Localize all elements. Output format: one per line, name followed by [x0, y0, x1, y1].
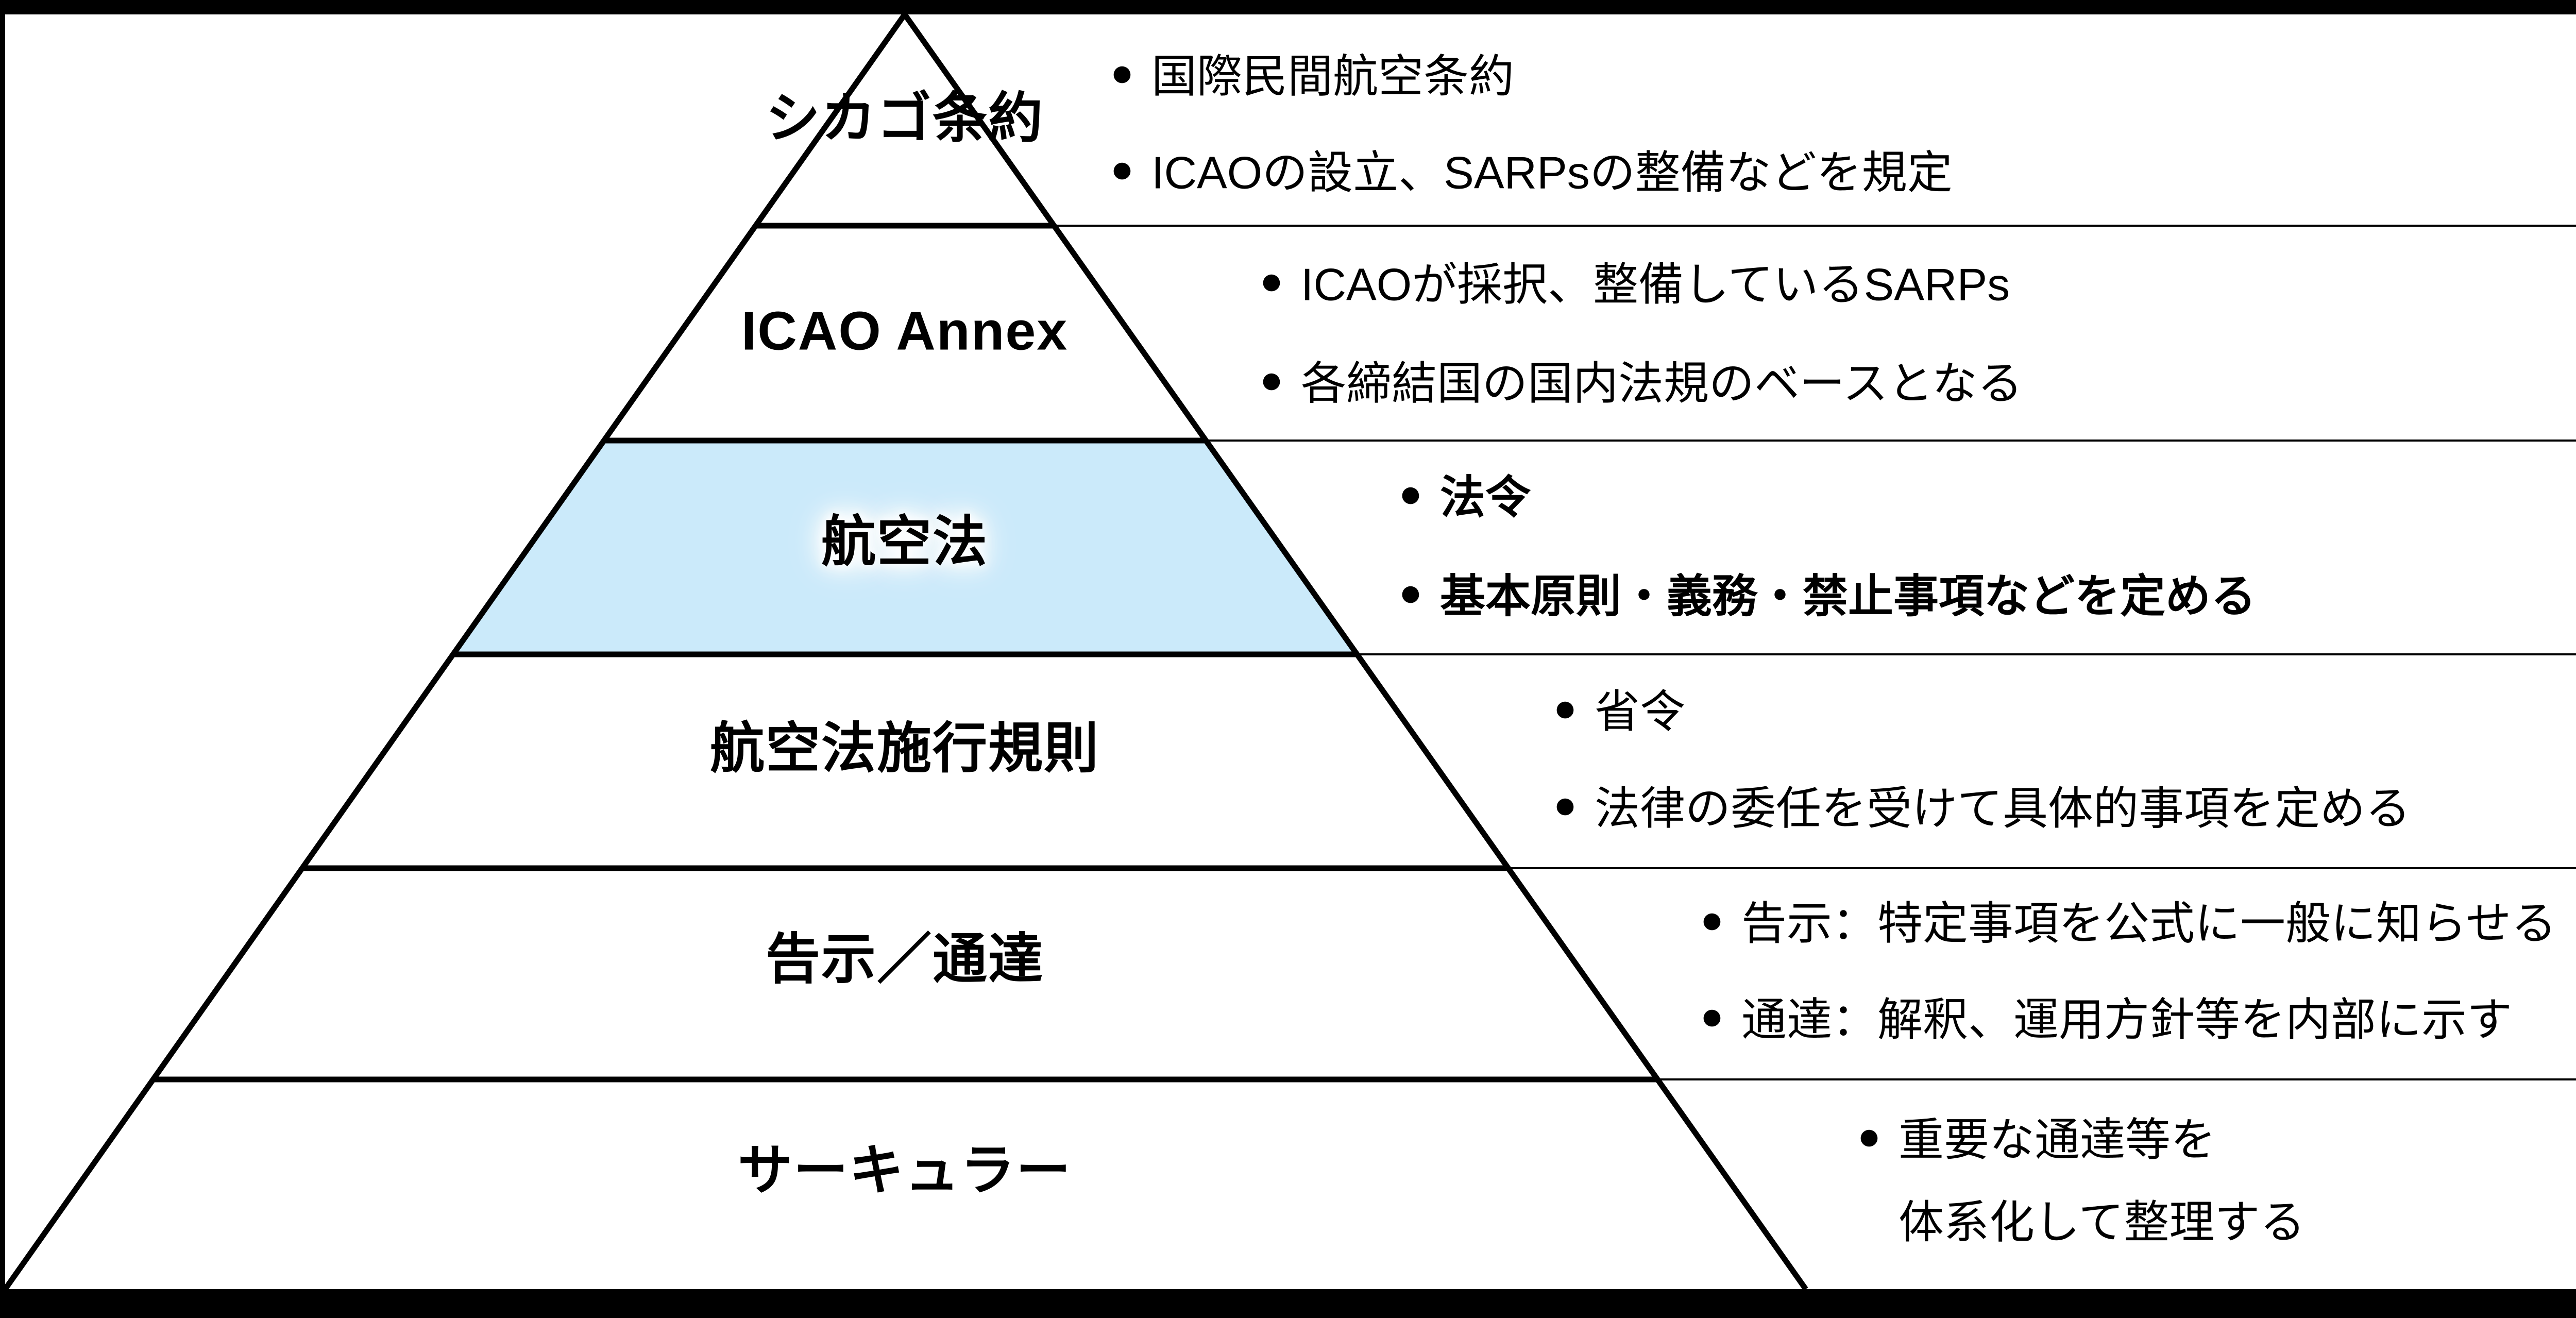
- bullet-icon: ●: [1857, 1114, 1881, 1158]
- level-3-bullet-1: ● 法令: [1399, 461, 1531, 527]
- level-4-bullet-2: ● 法律の委任を受けて具体的事項を定める: [1553, 772, 2411, 838]
- level-label-circular: サーキュラー: [738, 1140, 1072, 1201]
- bullet-text: 法令: [1440, 471, 1531, 523]
- bullet-text: 基本原則・義務・禁止事項などを定める: [1440, 570, 2257, 622]
- bullet-text: 省令: [1595, 686, 1686, 737]
- bullet-text: 各締結国の国内法規のベースとなる: [1301, 358, 2023, 409]
- bullet-text: 国際民間航空条約: [1151, 50, 1515, 102]
- bullet-icon: ●: [1399, 471, 1422, 515]
- level-1-bullet-2: ● ICAOの設立、SARPsの整備などを規定: [1110, 137, 1953, 202]
- pyramid-level-borders: [153, 223, 1657, 1083]
- level-4-bullet-1: ● 省令: [1553, 675, 1685, 741]
- level-5-bullet-2: ● 通達：解釈、運用方針等を内部に示す: [1700, 984, 2512, 1049]
- bullet-icon: ●: [1700, 994, 1724, 1038]
- level-label-aviation-act: 航空法: [821, 512, 988, 572]
- level-6-bullet-1: ● 重要な通達等を: [1857, 1104, 2216, 1169]
- bullet-text: ICAOの設立、SARPsの整備などを規定: [1151, 147, 1953, 198]
- bullet-icon: ●: [1553, 783, 1577, 826]
- level-6-bullet-1-continuation: 体系化して整理する: [1899, 1186, 2305, 1252]
- level-label-icao-annex: ICAO Annex: [741, 300, 1069, 362]
- bullet-icon: ●: [1553, 686, 1577, 730]
- level-3-bullet-2: ● 基本原則・義務・禁止事項などを定める: [1399, 560, 2256, 626]
- bullet-text: 重要な通達等を: [1899, 1114, 2216, 1165]
- bullet-text: 通達：解釈、運用方針等を内部に示す: [1741, 994, 2513, 1045]
- level-5-bullet-1: ● 告示：特定事項を公式に一般に知らせる: [1700, 887, 2556, 953]
- bullet-icon: ●: [1110, 147, 1134, 191]
- pyramid-slant-edges: [3, 12, 1808, 1291]
- bullet-text: ICAOが採択、整備しているSARPs: [1301, 259, 2010, 310]
- row-divider-lines: [1054, 225, 2576, 1080]
- level-label-enforcement-regulations: 航空法施行規則: [710, 718, 1099, 779]
- level-label-notifications-circulars: 告示／通達: [766, 929, 1044, 990]
- level-2-bullet-2: ● 各締結国の国内法規のベースとなる: [1260, 347, 2023, 413]
- bullet-icon: ●: [1260, 259, 1283, 302]
- bullet-text: 体系化して整理する: [1899, 1196, 2306, 1248]
- level-label-chicago-convention: シカゴ条約: [766, 88, 1044, 149]
- level-1-bullet-1: ● 国際民間航空条約: [1110, 40, 1514, 106]
- level-2-bullet-1: ● ICAOが採択、整備しているSARPs: [1260, 248, 2010, 314]
- bullet-icon: ●: [1700, 898, 1724, 941]
- bullet-icon: ●: [1110, 50, 1134, 94]
- bullet-text: 法律の委任を受けて具体的事項を定める: [1595, 783, 2411, 834]
- bullet-icon: ●: [1399, 570, 1422, 614]
- highlight-band: [453, 441, 1357, 654]
- bullet-text: 告示：特定事項を公式に一般に知らせる: [1741, 898, 2557, 949]
- bullet-icon: ●: [1260, 358, 1283, 401]
